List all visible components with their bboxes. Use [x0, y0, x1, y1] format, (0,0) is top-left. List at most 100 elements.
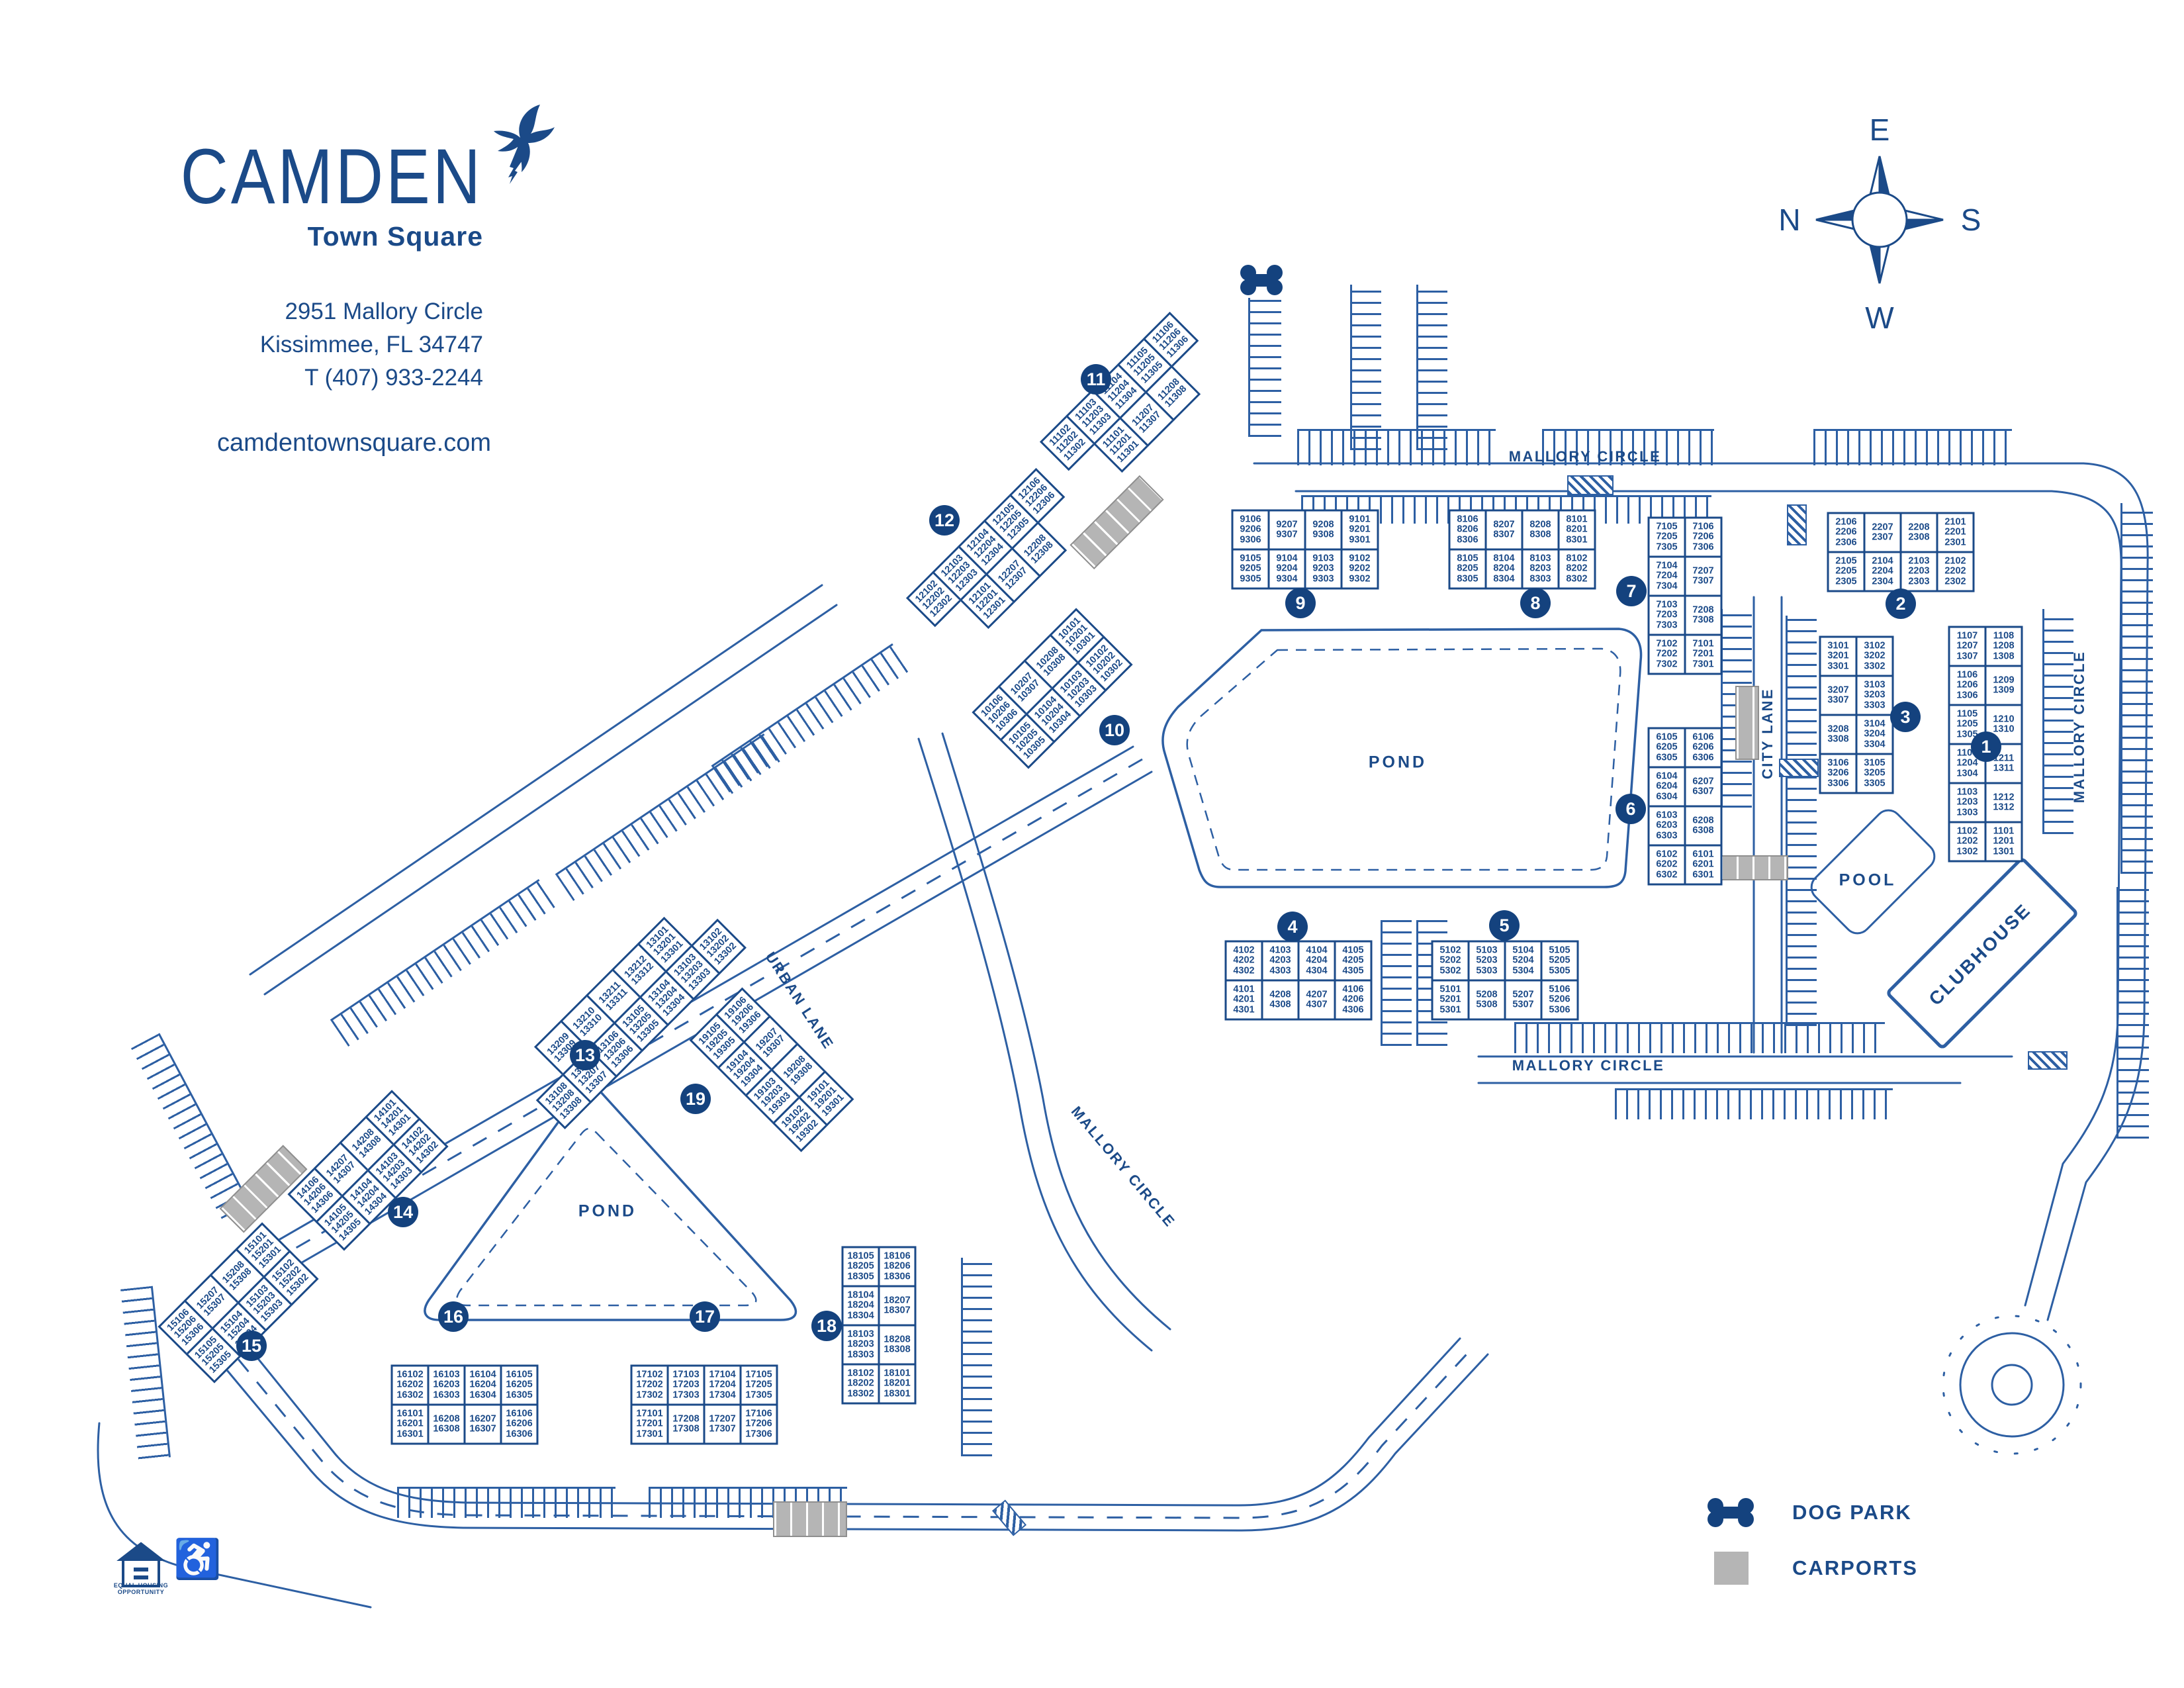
parking-row [1813, 429, 2012, 465]
parking-row [1416, 285, 1447, 450]
road-label: MALLORY CIRCLE [1508, 448, 1662, 465]
equal-housing-icon [116, 1542, 165, 1587]
parking-row [1381, 920, 1412, 1046]
legend-dog-park: DOG PARK [1706, 1497, 1912, 1528]
website-link[interactable]: camdentownsquare.com [217, 429, 491, 457]
building-marker-18[interactable]: 18 [811, 1311, 842, 1341]
accessibility-icon: ♿ [173, 1538, 222, 1581]
building-marker-12[interactable]: 12 [929, 505, 960, 536]
brand-name: CAMDEN [180, 132, 483, 221]
parking-row [2120, 503, 2153, 874]
road-urban-lane [917, 737, 1153, 1352]
parking-row [1297, 429, 1496, 465]
building-marker-13[interactable]: 13 [570, 1040, 600, 1070]
building-marker-16[interactable]: 16 [438, 1301, 469, 1332]
building-marker-1[interactable]: 1 [1971, 731, 2001, 762]
building-marker-19[interactable]: 19 [680, 1084, 711, 1114]
building-marker-10[interactable]: 10 [1099, 715, 1130, 745]
brand-subtitle: Town Square [307, 221, 483, 252]
area-label: POND [578, 1201, 637, 1221]
address-line2: Kissimmee, FL 34747 [259, 332, 483, 357]
compass-west: W [1865, 301, 1894, 335]
brand-logo: CAMDEN Town Square [167, 138, 483, 252]
building-marker-7[interactable]: 7 [1616, 576, 1647, 606]
building-marker-8[interactable]: 8 [1520, 588, 1551, 618]
eho-caption: EQUAL HOUSING OPPORTUNITY [113, 1582, 169, 1595]
parking-row [397, 1487, 615, 1518]
road-upper-left [249, 584, 823, 976]
building-marker-15[interactable]: 15 [236, 1331, 267, 1361]
building-marker-6[interactable]: 6 [1615, 794, 1646, 824]
building-marker-11[interactable]: 11 [1081, 364, 1111, 395]
parking-row [1514, 1022, 1885, 1053]
road-label: CITY LANE [1759, 687, 1776, 780]
building-marker-4[interactable]: 4 [1277, 912, 1308, 942]
crosswalk-hatch [1787, 504, 1807, 545]
building-marker-5[interactable]: 5 [1489, 910, 1520, 941]
compass-south: S [1961, 203, 1981, 237]
building-marker-17[interactable]: 17 [690, 1301, 720, 1332]
building-marker-2[interactable]: 2 [1886, 588, 1916, 619]
roundabout [1959, 1332, 2065, 1438]
building-marker-9[interactable]: 9 [1285, 588, 1316, 618]
building-marker-14[interactable]: 14 [388, 1197, 418, 1227]
carport-swatch [1714, 1552, 1749, 1585]
area-label: POOL [1839, 870, 1897, 890]
building-marker-3[interactable]: 3 [1890, 702, 1921, 732]
crosswalk-hatch [1779, 759, 1819, 777]
address-block: 2951 Mallory Circle Kissimmee, FL 34747 … [167, 295, 483, 395]
hummingbird-icon [494, 105, 555, 184]
parking-row [1248, 298, 1281, 437]
compass-east: E [1870, 113, 1890, 147]
